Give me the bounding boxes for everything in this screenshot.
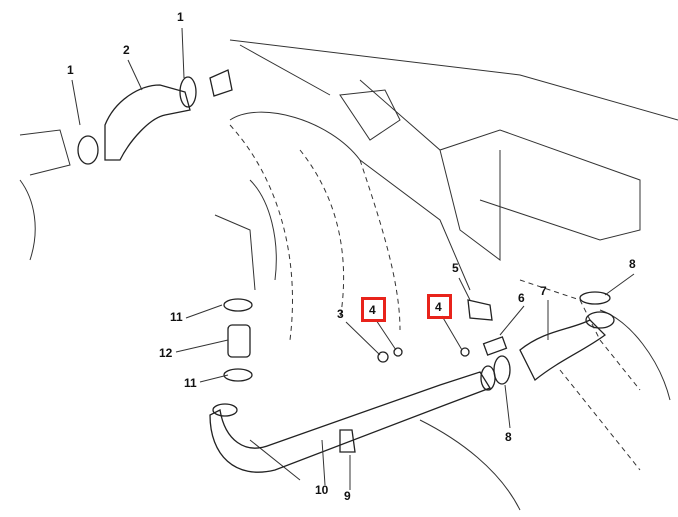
callout-7: 7 — [540, 284, 547, 298]
callout-10: 10 — [315, 483, 329, 497]
highlight-box-callout-4-right — [427, 294, 452, 319]
callout-4-left: 4 — [369, 303, 376, 317]
lower-hose — [209, 291, 615, 473]
highlight-box-callout-4-left — [361, 297, 386, 322]
callout-1-left: 1 — [67, 63, 74, 77]
callout-8-bottom: 8 — [505, 430, 512, 444]
leader-lines — [71, 27, 635, 490]
callout-1-top: 1 — [177, 10, 184, 24]
callout-11-lower: 11 — [184, 376, 197, 390]
callout-11-upper: 11 — [170, 310, 183, 324]
callout-2: 2 — [123, 43, 130, 57]
callout-3: 3 — [337, 307, 344, 321]
upper-hose — [19, 69, 233, 261]
callout-5: 5 — [452, 261, 459, 275]
callout-6: 6 — [518, 291, 525, 305]
callout-12: 12 — [159, 346, 173, 360]
callout-9: 9 — [344, 489, 351, 503]
callout-8-right: 8 — [629, 257, 636, 271]
callout-4-right: 4 — [435, 300, 442, 314]
